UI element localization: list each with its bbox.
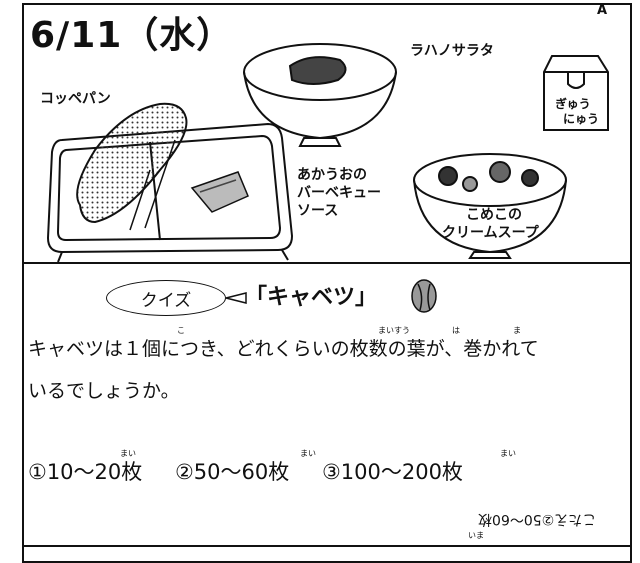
quiz-question-line2: いるでしょうか。 xyxy=(28,380,180,402)
soup-label-line2: クリームスープ xyxy=(442,225,539,241)
lunch-illustration xyxy=(46,43,609,313)
corner-mark: A xyxy=(597,3,608,18)
salad-bowl-icon xyxy=(243,43,397,147)
quiz-choices: ①10〜20枚 ②50〜60枚 ③100〜200枚 xyxy=(28,456,489,486)
milk-label-line2: にゅう xyxy=(563,112,600,126)
soup-label-line1: こめこの xyxy=(466,207,522,223)
menu-date: 6/11（水） xyxy=(30,15,234,56)
soup-bowl-icon xyxy=(413,153,567,259)
fish-icon xyxy=(190,171,249,213)
quiz-answer-upside-down: こたえ②50〜60枚 xyxy=(478,511,597,527)
ruby-mai-1: まい xyxy=(120,449,136,458)
quiz-title: 「キャベツ」 xyxy=(245,285,378,310)
ruby-ko: こ xyxy=(177,326,185,335)
salad-label: ラハノサラタ xyxy=(410,43,494,59)
ruby-mai-2: まい xyxy=(300,449,316,458)
answer-ruby: いま xyxy=(468,531,484,540)
milk-carton-icon xyxy=(543,55,609,131)
milk-label-line1: ぎゅう xyxy=(555,97,591,111)
ruby-maisuu: まいすう xyxy=(378,326,410,335)
quiz-pointer xyxy=(225,292,247,304)
bread-icon xyxy=(76,102,188,231)
choice-1: ①10〜20枚 xyxy=(28,460,143,484)
quiz-question-line1: キャベツは１個につき、どれくらいの枚数の葉が、巻かれて xyxy=(28,338,539,360)
bottom-border xyxy=(22,545,632,547)
tray-icon xyxy=(46,122,294,263)
fish-label-line2: バーベキュー xyxy=(297,185,381,201)
ruby-ma: ま xyxy=(513,326,521,335)
fish-label-line1: あかうおの xyxy=(297,167,367,183)
fish-label-line3: ソース xyxy=(297,203,339,219)
bread-label: コッペパン xyxy=(40,91,111,107)
choice-3: ③100〜200枚 xyxy=(321,460,463,484)
ruby-mai-3: まい xyxy=(500,449,516,458)
ruby-ha: は xyxy=(452,326,460,335)
choice-2: ②50〜60枚 xyxy=(174,460,290,484)
quiz-badge: クイズ xyxy=(106,280,226,316)
cabbage-icon xyxy=(411,279,437,313)
section-divider xyxy=(22,262,632,264)
